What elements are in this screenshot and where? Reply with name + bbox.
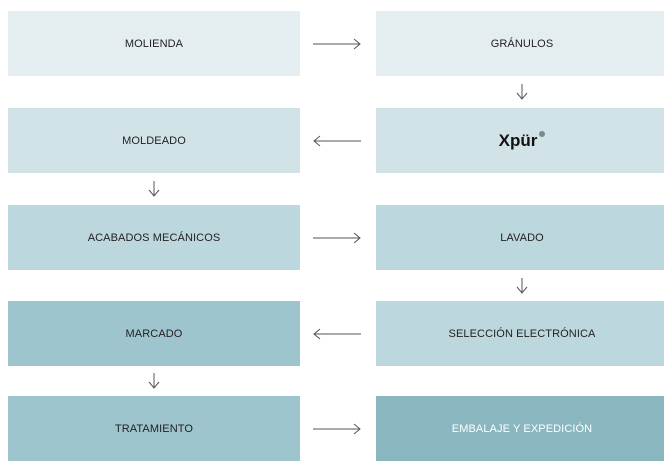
xpur-logo: Xpür	[498, 130, 538, 150]
step-embalaje: EMBALAJE Y EXPEDICIÓN	[376, 396, 664, 461]
step-marcado: MARCADO	[8, 301, 300, 366]
leaf-icon	[539, 130, 546, 137]
step-label: LAVADO	[500, 231, 544, 244]
step-xpur: Xpür	[376, 108, 664, 173]
step-lavado: LAVADO	[376, 205, 664, 270]
step-label: MOLDEADO	[122, 134, 186, 147]
step-acabados: ACABADOS MECÁNICOS	[8, 205, 300, 270]
step-granulos: GRÁNULOS	[376, 11, 664, 76]
arrow-down-icon	[147, 372, 161, 390]
step-moldeado: MOLDEADO	[8, 108, 300, 173]
step-label: SELECCIÓN ELECTRÓNICA	[448, 327, 596, 340]
step-label: MOLIENDA	[124, 37, 184, 50]
step-tratamiento: TRATAMIENTO	[8, 396, 300, 461]
step-label: EMBALAJE Y EXPEDICIÓN	[451, 422, 593, 435]
arrow-left-icon	[312, 134, 362, 148]
step-label: GRÁNULOS	[490, 37, 554, 50]
arrow-right-icon	[312, 231, 362, 245]
arrow-right-icon	[312, 37, 362, 51]
arrow-down-icon	[515, 277, 529, 295]
arrow-down-icon	[515, 83, 529, 101]
step-label: ACABADOS MECÁNICOS	[87, 231, 221, 244]
step-label: MARCADO	[125, 327, 183, 340]
step-seleccion: SELECCIÓN ELECTRÓNICA	[376, 301, 664, 366]
step-label: TRATAMIENTO	[114, 422, 194, 435]
arrow-down-icon	[147, 180, 161, 198]
step-molienda: MOLIENDA	[8, 11, 300, 76]
arrow-left-icon	[312, 327, 362, 341]
arrow-right-icon	[312, 422, 362, 436]
